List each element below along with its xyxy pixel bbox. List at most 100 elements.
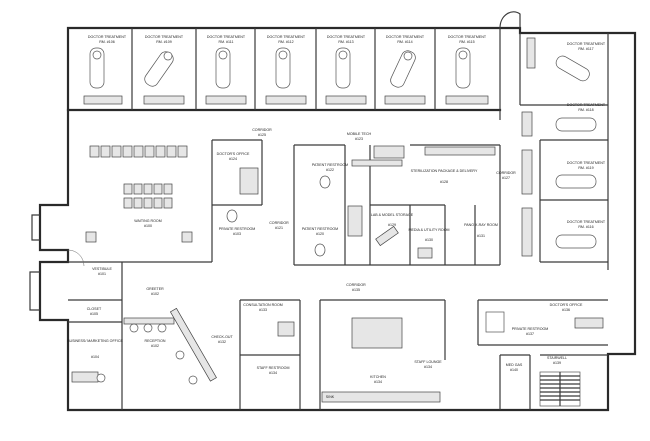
staff-restroom-134: STAFF RESTROOM #134 [257,366,290,375]
room-name: DOCTOR TREATMENT [88,35,127,39]
door-swing [67,249,85,267]
dental-chair-icon [555,234,597,249]
treatment-room-112: DOCTOR TREATMENT RM. #112 [265,35,307,105]
room-number: RM. #112 [278,40,293,44]
lab-129: LAB & MODEL STORAGE #129 [347,205,414,247]
desk [239,167,259,195]
right-treatment-column [519,33,609,270]
room-name: CORRIDOR [346,283,366,287]
room-name: CORRIDOR [496,171,516,175]
treatment-room-113: DOCTOR TREATMENT RM. #113 [325,35,367,105]
business-office-104: BUSINESS/ MARKETING OFFICE #104 [67,339,123,383]
room-name: PRIVATE RESTROOM [219,227,256,231]
room-name: DOCTOR TREATMENT [327,35,366,39]
room-number: #124 [229,157,237,161]
treatment-room-109: DOCTOR TREATMENT RM. #109 [143,35,185,105]
cabinet [384,95,426,105]
vestibule-101: VESTIBULE #101 [67,249,112,276]
room-name: STAFF LOUNGE [414,360,442,364]
table [277,321,295,337]
stair-treads [539,371,581,407]
corridor-121: CORRIDOR #121 [269,221,289,230]
sink-label: SINK [326,395,335,399]
room-number: #105 [90,312,98,316]
doctors-office-124: DOCTOR'S OFFICE #124 [217,152,259,195]
counter [373,145,405,159]
dental-chair-icon [390,50,416,88]
closet-105: CLOSET #105 [87,307,102,316]
treatment-room-111: DOCTOR TREATMENT RM. #111 [205,35,247,105]
cabinet [205,95,247,105]
exterior-walls [29,11,637,412]
room-name: CHECK-OUT [211,335,233,339]
room-name: PATIENT RESTROOM [312,163,348,167]
room-name: STERILIZATION PACKAGE & DELIVERY [411,169,478,173]
room-number: #127 [502,176,510,180]
counter [321,391,441,403]
room-number: #134 [269,371,277,375]
seating-cluster [123,183,173,209]
room-name: RECEPTION [145,339,166,343]
room-number: RM. #116 [578,225,593,229]
dental-chair-icon [335,47,351,89]
cabinet [265,95,307,105]
room-name: DOCTOR TREATMENT [448,35,487,39]
stairwell-139: STAIRWELL #139 [539,356,581,407]
room-name: DOCTOR TREATMENT [267,35,306,39]
room-name: DOCTOR TREATMENT [567,161,606,165]
room-name: MOBILE TECH [347,132,372,136]
doctors-office-136: DOCTOR'S OFFICE #136 [485,303,604,333]
room-number: #130 [425,238,433,242]
toilet-icon [319,175,331,189]
pano-131: PANO X-RAY ROOM #131 [464,223,498,238]
room-number: RM. #113 [338,40,353,44]
room-name: BUSINESS/ MARKETING OFFICE [67,339,123,343]
dental-chair-icon [215,47,231,89]
cabinet [445,95,489,105]
reception-desk [169,307,217,382]
room-name: GREETER [146,287,164,291]
room-number: #139 [553,361,561,365]
room-name: PANO X-RAY ROOM [464,223,498,227]
cabinet [521,207,533,257]
room-number: #137 [526,332,534,336]
toilet-icon [314,243,326,257]
toilet-icon [226,209,238,223]
counter [375,225,399,247]
room-number: #100 [144,224,152,228]
counter [424,146,496,156]
room-name: DOCTOR'S OFFICE [217,152,250,156]
room-name: DOCTOR TREATMENT [207,35,246,39]
top-treatment-row [66,28,502,120]
cabinet [526,37,536,69]
room-name: CONSULTATION ROOM [243,303,283,307]
room-name: STAIRWELL [547,356,567,360]
room-number: #135 [352,288,360,292]
room-name: CORRIDOR [252,128,272,132]
room-name: STAFF RESTROOM [257,366,290,370]
room-name: MED GAS [506,363,523,367]
room-number: #122 [326,168,334,172]
desk [574,317,604,329]
dental-chair-icon [89,47,105,89]
room-number: #121 [275,226,283,230]
sterilization-128: STERILIZATION PACKAGE & DELIVERY #128 [411,146,496,184]
greeter-102: GREETER #102 [146,287,164,296]
room-number: RM. #119 [578,166,593,170]
treatment-room-106: DOCTOR TREATMENT RM. #106 [83,35,127,105]
desk [71,371,99,383]
treatment-room-116: DOCTOR TREATMENT RM. #116 [521,207,606,257]
treatment-room-119: DOCTOR TREATMENT RM. #119 [521,149,606,195]
dental-chair-icon [555,55,590,82]
seating-row [89,145,188,158]
room-name: VESTIBULE [92,267,112,271]
room-number: #133 [259,308,267,312]
room-number: RM. #114 [397,40,412,44]
room-number: #136 [562,308,570,312]
checkout-132: CHECK-OUT #132 [211,335,233,344]
room-number: RM. #118 [578,108,593,112]
dental-chair-icon [455,47,471,89]
room-number: RM. #117 [578,47,593,51]
room-number: RM. #109 [156,40,172,44]
corridor-135: CORRIDOR #135 [346,283,366,292]
